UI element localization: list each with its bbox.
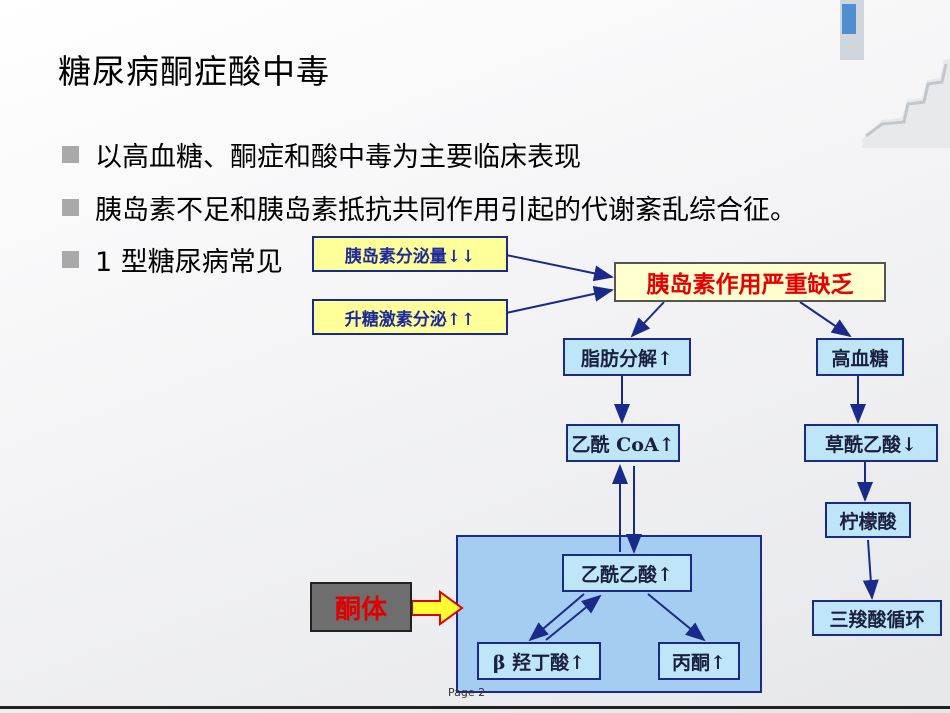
arrow-citrate-to-tca <box>862 539 879 600</box>
square-bullet-icon <box>62 146 79 163</box>
insulin-secretion-box: 胰岛素分泌量↓↓ <box>312 236 508 272</box>
bullet-item: 1 型糖尿病常见 <box>62 240 283 279</box>
bullet-text: 胰岛素不足和胰岛素抵抗共同作用引起的代谢紊乱综合征。 <box>95 195 797 226</box>
arrow-hydroxybutyrate-to-acetoacetate <box>545 594 602 641</box>
block-arrow-icon <box>411 590 464 626</box>
bullet-text: 1 型糖尿病常见 <box>95 247 283 278</box>
arrow-deficiency-to-lipolysis <box>630 301 665 338</box>
square-bullet-icon <box>62 199 79 216</box>
glucagon-secretion-box: 升糖激素分泌↑↑ <box>312 299 508 335</box>
lipolysis-box: 脂肪分解↑ <box>563 338 691 376</box>
arrow-acetoacetate-to-hydroxybutyrate <box>528 593 585 642</box>
acetyl-coa-box: 乙酰 CoA↑ <box>566 424 680 462</box>
arrow-secretion-to-deficiency <box>505 254 614 282</box>
arrow-glucagon-to-deficiency <box>505 285 614 314</box>
insulin-deficiency-box: 胰岛素作用严重缺乏 <box>614 262 886 302</box>
arrow-deficiency-to-hyperglycemia <box>799 301 852 338</box>
bullet-item: 胰岛素不足和胰岛素抵抗共同作用引起的代谢紊乱综合征。 <box>62 188 797 227</box>
hyperglycemia-box: 高血糖 <box>816 338 904 376</box>
bullet-text: 以高血糖、酮症和酸中毒为主要临床表现 <box>95 142 581 173</box>
oxaloacetate-box: 草酰乙酸↓ <box>804 424 938 462</box>
staircase-decoration <box>840 0 950 148</box>
tca-cycle-box: 三羧酸循环 <box>812 600 942 636</box>
square-bullet-icon <box>62 251 79 268</box>
page-number: Page 2 <box>448 686 486 699</box>
page-title: 糖尿病酮症酸中毒 <box>58 52 330 91</box>
ketone-bodies-box: 酮体 <box>310 582 412 632</box>
acetone-box: 丙酮↑ <box>658 642 740 680</box>
bullet-item: 以高血糖、酮症和酸中毒为主要临床表现 <box>62 135 581 174</box>
arrow-acetoacetate-to-acetone <box>647 593 706 642</box>
citrate-box: 柠檬酸 <box>825 502 911 538</box>
hydroxybutyrate-box: β 羟丁酸↑ <box>477 642 601 680</box>
acetoacetate-box: 乙酰乙酸↑ <box>562 554 692 592</box>
bottom-divider <box>0 706 950 709</box>
